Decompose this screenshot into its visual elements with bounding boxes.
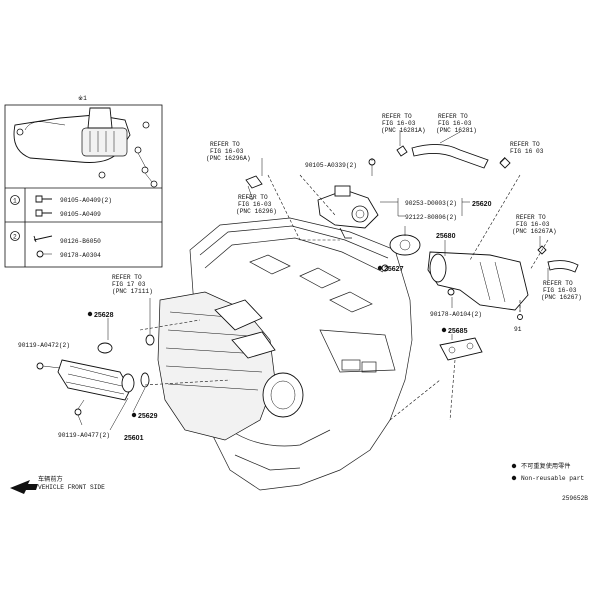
svg-text:FIG 16-03: FIG 16-03 <box>516 221 550 228</box>
row-4-part: 90178-A0304 <box>60 252 101 259</box>
part-90253-d0003: 90253-D0003(2) <box>405 200 457 207</box>
non-reusable-icon-2 <box>511 475 517 481</box>
svg-text:(PNC 17111): (PNC 17111) <box>112 288 153 295</box>
egr-cooler-25601 <box>36 334 155 416</box>
svg-text:FIG 16-03: FIG 16-03 <box>543 287 577 294</box>
non-reusable-25629-icon <box>131 412 137 418</box>
front-arrow-icon <box>10 480 38 494</box>
ref-r4: REFER TO FIG 16-03 (PNC 16281) <box>436 113 477 134</box>
part-90178-a0104: 90178-A0104(2) <box>430 311 482 318</box>
svg-text:REFER TO: REFER TO <box>112 274 142 281</box>
svg-text:REFER TO: REFER TO <box>516 214 546 221</box>
row-3-part: 90126-B6050 <box>60 238 101 245</box>
svg-text:REFER TO: REFER TO <box>382 113 412 120</box>
svg-text:REFER TO: REFER TO <box>510 141 540 148</box>
part-91: 91 <box>514 326 522 333</box>
non-reusable-25685-icon <box>441 327 447 333</box>
part-25620: 25620 <box>472 201 492 208</box>
svg-text:(PNC 16296): (PNC 16296) <box>236 208 277 215</box>
row-1-number-circle <box>10 195 20 205</box>
ref-r8: REFER TO FIG 17 03 (PNC 17111) <box>112 274 153 295</box>
ref-r7: REFER TO FIG 16-03 (PNC 16267) <box>541 280 582 301</box>
part-25680: 25680 <box>436 233 456 240</box>
svg-text:(PNC 16267): (PNC 16267) <box>541 294 582 301</box>
non-reusable-legend: 不可重复使用零件 Non-reusable part <box>511 462 584 482</box>
row-2-number: 2 <box>13 234 17 241</box>
svg-text:FIG 16 03: FIG 16 03 <box>510 148 544 155</box>
svg-text:FIG 16-03: FIG 16-03 <box>210 148 244 155</box>
svg-text:FIG 16-03: FIG 16-03 <box>438 120 472 127</box>
svg-text:FIG 17 03: FIG 17 03 <box>112 281 146 288</box>
svg-text:REFER TO: REFER TO <box>438 113 468 120</box>
non-reusable-cn: 不可重复使用零件 <box>521 462 571 470</box>
row-1-part: 90105-A0409(2) <box>60 197 112 204</box>
row-2-part: 90105-A0409 <box>60 211 101 218</box>
figure-code: 259652B <box>562 495 588 502</box>
svg-text:(PNC 16281): (PNC 16281) <box>436 127 477 134</box>
svg-text:(PNC 16281A): (PNC 16281A) <box>381 127 426 134</box>
row-1-number: 1 <box>13 198 17 205</box>
egr-pipe-25680 <box>381 234 579 361</box>
inset-top-label: ※1 <box>78 95 87 102</box>
ref-r5: REFER TO FIG 16 03 <box>510 141 544 155</box>
svg-text:FIG 16-03: FIG 16-03 <box>382 120 416 127</box>
inset-panel: ※1 1 90105-A0409(2) 90105-A0409 2 90126- <box>4 95 163 268</box>
svg-text:REFER TO: REFER TO <box>210 141 240 148</box>
vehicle-front-en: VEHICLE FRONT SIDE <box>38 484 105 491</box>
ref-r1: REFER TO FIG 16-03 (PNC 16296A) <box>206 141 251 162</box>
svg-text:REFER TO: REFER TO <box>238 194 268 201</box>
vehicle-front-cn: 车辆前方 <box>38 475 63 483</box>
non-reusable-25627-icon <box>377 265 383 271</box>
ref-r2: REFER TO FIG 16-03 (PNC 16296) <box>236 194 277 215</box>
vehicle-front-legend: 车辆前方 VEHICLE FRONT SIDE <box>10 475 105 494</box>
part-92122-80806: 92122-80806(2) <box>405 214 457 221</box>
non-reusable-icon <box>511 463 517 469</box>
row-2-number-circle <box>10 231 20 241</box>
part-25601: 25601 <box>124 435 144 442</box>
svg-text:REFER TO: REFER TO <box>543 280 573 287</box>
non-reusable-en: Non-reusable part <box>521 475 584 482</box>
leader-lines <box>77 130 549 431</box>
part-25629: 25629 <box>138 413 158 420</box>
engine-block <box>157 217 413 491</box>
part-25628: 25628 <box>94 312 114 319</box>
part-90119-a0472: 90119-A0472(2) <box>18 342 70 349</box>
ref-r3: REFER TO FIG 16-03 (PNC 16281A) <box>381 113 426 134</box>
part-25627: 25627 <box>384 266 404 273</box>
part-90119-a0477: 90119-A0477(2) <box>58 432 110 439</box>
svg-text:(PNC 16267A): (PNC 16267A) <box>512 228 557 235</box>
svg-text:(PNC 16296A): (PNC 16296A) <box>206 155 251 162</box>
ref-r6: REFER TO FIG 16-03 (PNC 16267A) <box>512 214 557 235</box>
callout-2-icon <box>142 121 150 129</box>
part-25685: 25685 <box>448 328 468 335</box>
callout-1-icon <box>98 171 106 179</box>
egr-valve-25620 <box>245 144 511 239</box>
part-90105-a0339: 90105-A0339(2) <box>305 162 357 169</box>
svg-text:FIG 16-03: FIG 16-03 <box>238 201 272 208</box>
non-reusable-25628-icon <box>87 311 93 317</box>
